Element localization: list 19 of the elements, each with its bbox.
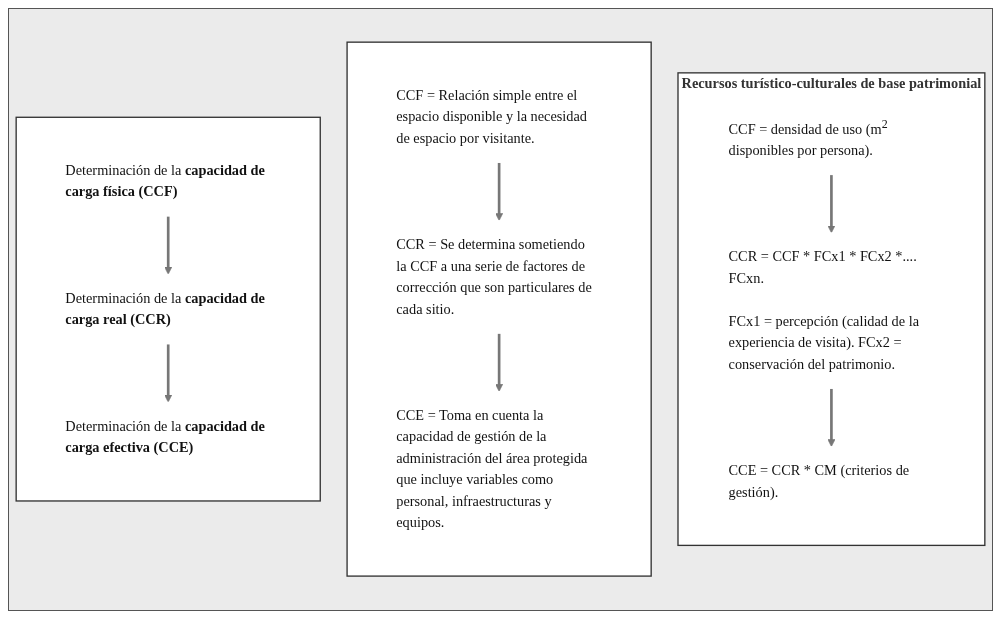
diagram-background: Determinación de la capacidad de carga física (CCF) Determinación de la capacidad de carga real (CCR) Determinación de la capacidad de carga efectiva (CCE) CCF = Relación simple entre el espacio disponible y la necesidad de espacio por visitante. CCR = Se determina sometiendo la CCF a una serie de factores de corrección que son particulares de cada sitio. CCE = Toma en cuenta la capacidad de gestión de la administración del área protegida que incluye variables como personal, infraestructuras y equipos. Recursos turístico-culturales de base patrimonial CCF = densidad de uso (m$^{2}$ disponibles por persona). CCR = CCF * FCx1 * FCx2 *.... FCxn. FCx1 = percepción (calidad de la experiencia de visita). FCx2 = conservación del patrimonio. CCE = CCR * CM (criterios de gestión). xyxy=(8,8,993,611)
cluster xyxy=(677,72,986,547)
arrow xyxy=(164,216,173,275)
node-text: CCE = CCR * CM (criterios de gestión). xyxy=(728,463,910,500)
node-text: Determinación de la capacidad de carga física (CCF) xyxy=(65,162,265,200)
node-text: CCF = Relación simple entre el espacio disponible y la necesidad de espacio por visitante. xyxy=(396,87,588,146)
arrow xyxy=(495,333,504,393)
cluster xyxy=(15,117,321,502)
node-text: CCF = densidad de uso (m$^{2}$ disponibles por persona). xyxy=(728,117,888,159)
node-text: CCR = Se determina sometiendo la CCF a una serie de factores de corrección que son particulares de cada sitio. xyxy=(396,237,592,317)
cluster xyxy=(346,41,652,578)
arrow xyxy=(495,162,504,222)
node-text: Determinación de la capacidad de carga real (CCR) xyxy=(65,290,265,328)
node-text: CCE = Toma en cuenta la capacidad de gestión de la administración del área protegida que incluye variables como personal, infraestructuras y equipos. xyxy=(396,407,588,531)
arrow xyxy=(827,175,836,234)
arrow xyxy=(827,388,836,448)
node-text: Determinación de la capacidad de carga efectiva (CCE) xyxy=(65,418,265,456)
node-text: CCR = CCF * FCx1 * FCx2 *.... FCxn. FCx1 = percepción (calidad de la experiencia de visita). FCx2 = conservación del patrimonio. xyxy=(728,249,920,372)
arrow xyxy=(164,344,173,403)
